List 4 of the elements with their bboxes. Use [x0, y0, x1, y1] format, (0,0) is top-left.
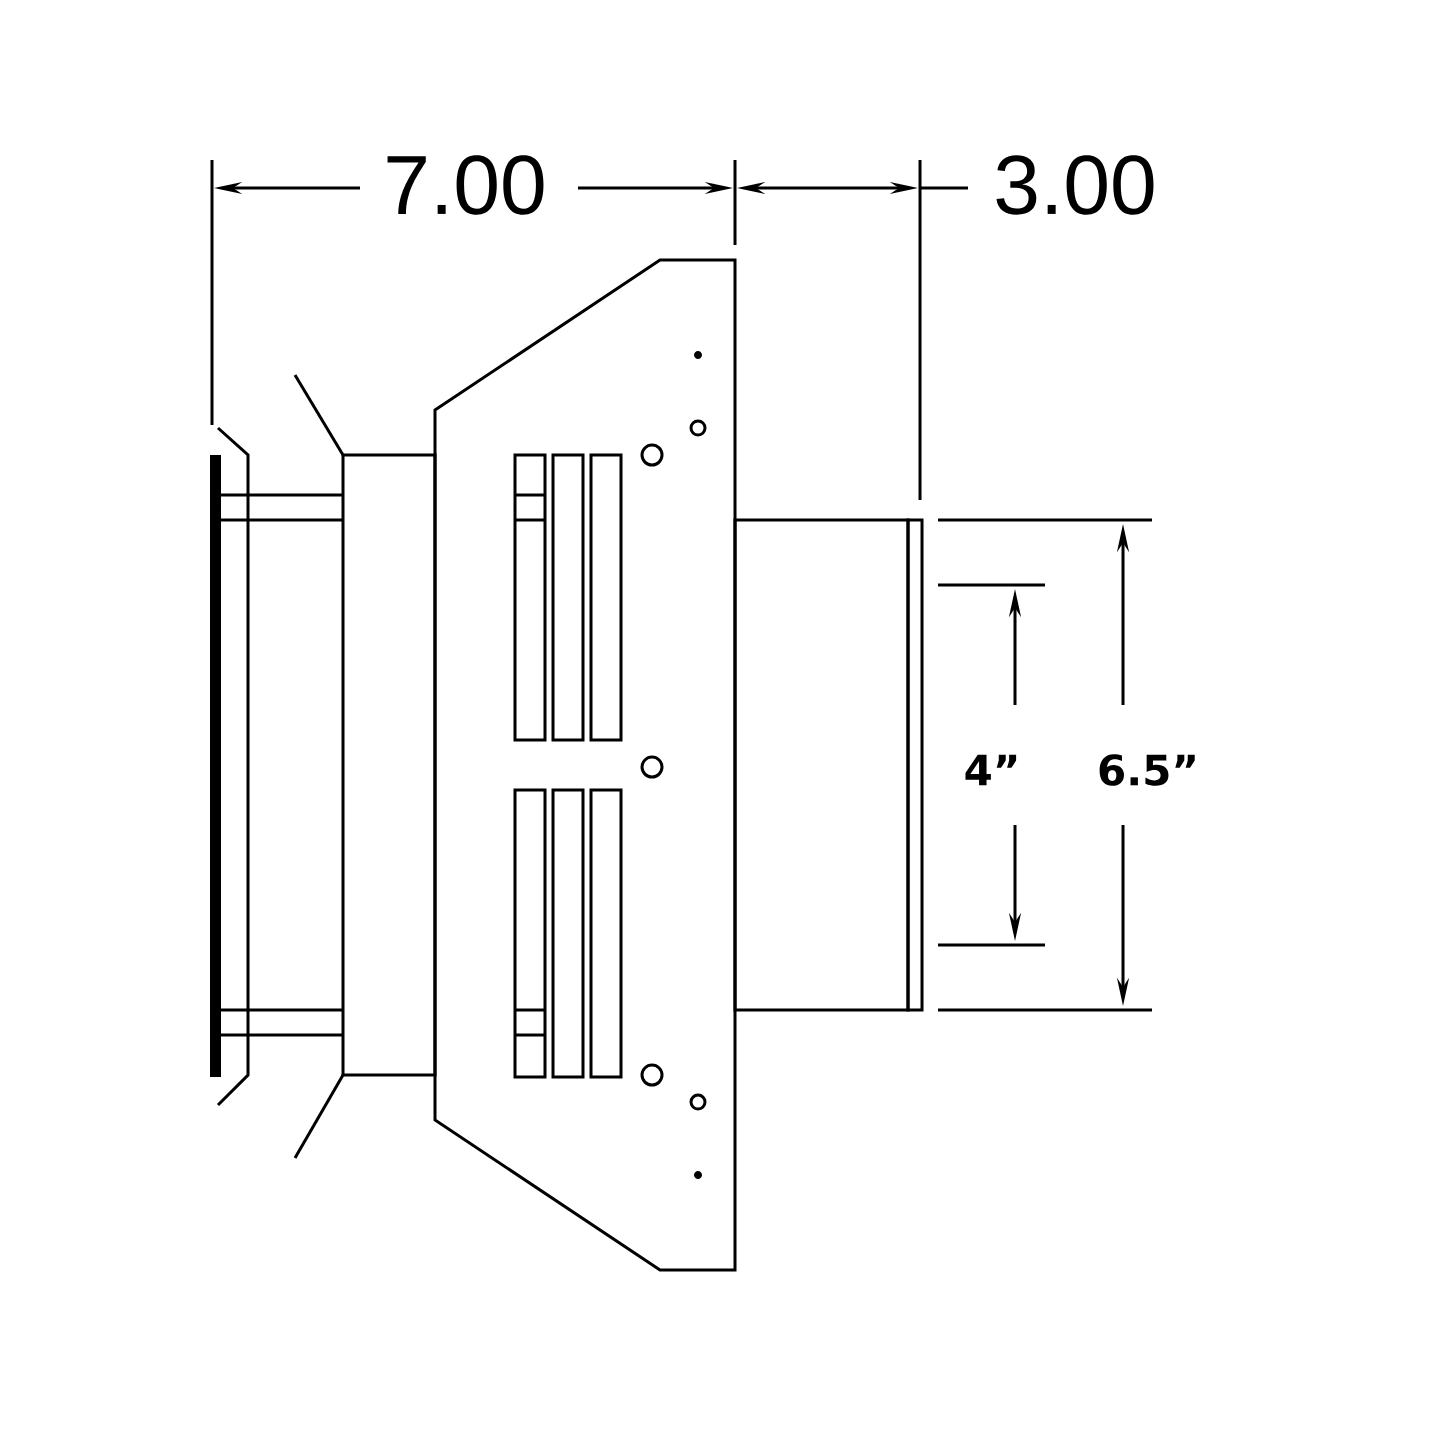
dimension-label: 6.5”: [1099, 754, 1195, 786]
dimension-label: 3.00: [996, 155, 1154, 215]
dimension-label: 4”: [965, 754, 1017, 786]
dimension-label: 7.00: [387, 155, 544, 215]
